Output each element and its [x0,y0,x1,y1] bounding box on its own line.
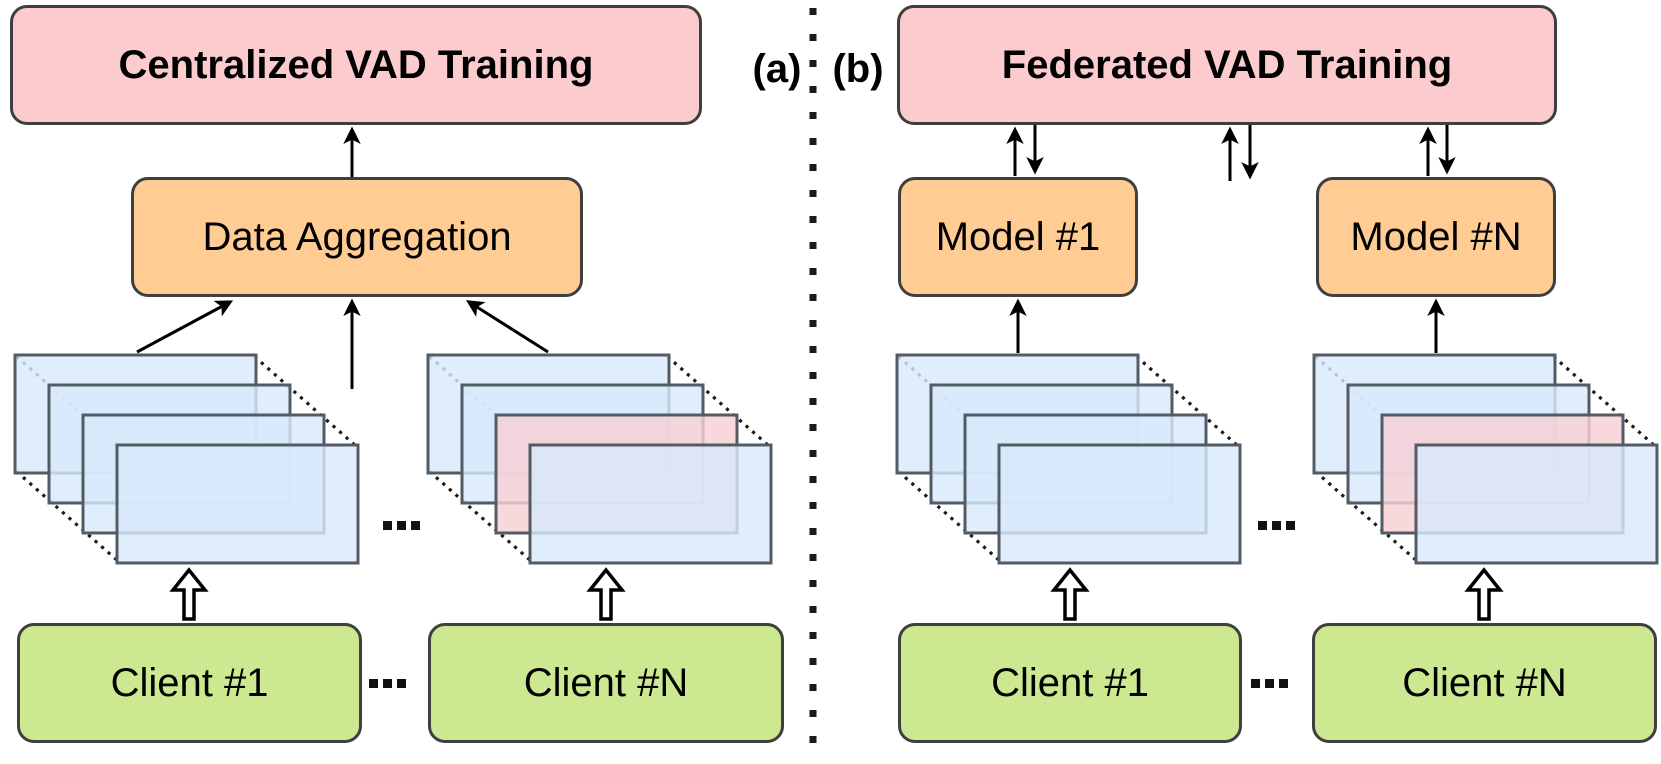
upload-block-arrow [1050,567,1090,621]
client-1-box-a: Client #1 [17,623,362,743]
client-n-box-b: Client #N [1312,623,1657,743]
upload-block-arrow [169,567,209,621]
video-frame [528,443,773,565]
ellipsis-stacks-a [383,521,420,530]
ellipsis-dot [397,521,406,530]
client-upload-arrows [169,567,1504,621]
ellipsis-dot [369,679,378,688]
client-1-box-b: Client #1 [898,623,1242,743]
panel-a-label: (a) [752,47,802,91]
video-frame-stack-b1 [895,353,1242,565]
ellipsis-dot [1258,521,1267,530]
ellipsis-dot [383,679,392,688]
ellipsis-dot [1286,521,1295,530]
arrow-stackN-to-aggregation [466,300,549,354]
ellipsis-dot [397,679,406,688]
ellipsis-dot [1279,679,1288,688]
ellipsis-dot [411,521,420,530]
panel-a-arrows [136,126,549,389]
ellipsis-dot [1251,679,1260,688]
upload-block-arrow [1464,567,1504,621]
federated-training-box: Federated VAD Training [897,5,1557,125]
video-frame [115,443,360,565]
ellipsis-clients-a [369,679,406,688]
video-frame [997,443,1242,565]
video-frame-stack-a1 [13,353,360,565]
video-frame-stack-aN [426,353,773,565]
video-frame [1414,443,1659,565]
model-1-box: Model #1 [898,177,1138,297]
ellipsis-dot [383,521,392,530]
arrow-stack1-to-aggregation [136,300,234,354]
ellipsis-dot [1265,679,1274,688]
ellipsis-dot [1272,521,1281,530]
upload-block-arrow [586,567,626,621]
centralized-training-box: Centralized VAD Training [10,5,702,125]
data-aggregation-box: Data Aggregation [131,177,583,297]
client-n-box-a: Client #N [428,623,784,743]
ellipsis-clients-b [1251,679,1288,688]
panel-b-label: (b) [832,47,884,91]
model-n-box: Model #N [1316,177,1556,297]
panel-b-arrows [1006,125,1456,353]
ellipsis-stacks-b [1258,521,1295,530]
video-frame-stack-bN [1312,353,1659,565]
